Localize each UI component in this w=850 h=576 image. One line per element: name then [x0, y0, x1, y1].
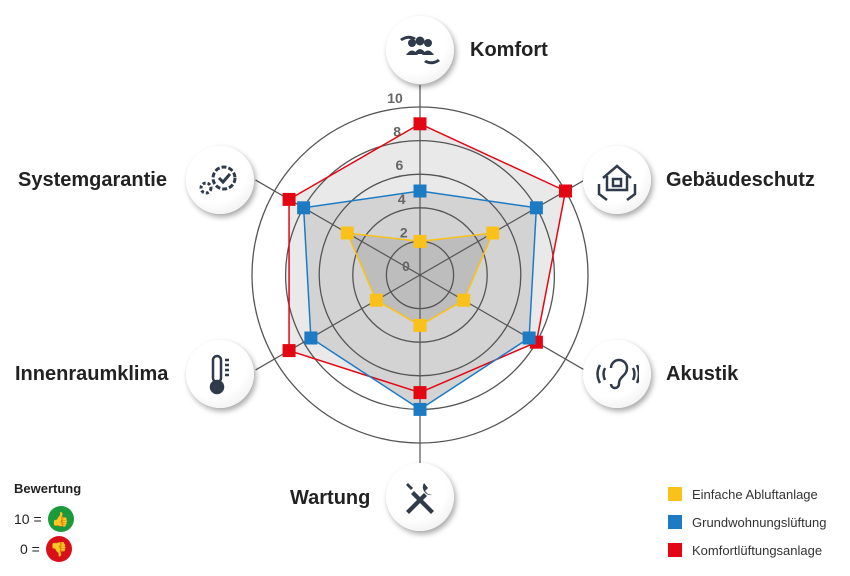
data-point [413, 318, 427, 332]
data-point [558, 184, 572, 198]
data-point [413, 386, 427, 400]
tick-label: 2 [400, 224, 408, 240]
category-label-innenraumklima: Innenraumklima [15, 363, 169, 385]
tick-label: 6 [396, 157, 404, 173]
people-hands-icon [386, 16, 454, 84]
legend-label: Grundwohnungslüftung [692, 514, 827, 530]
data-point [369, 293, 383, 307]
data-point [282, 344, 296, 358]
legend-item: Grundwohnungslüftung [668, 508, 826, 536]
category-label-gebaeudeschutz: Gebäudeschutz [666, 169, 815, 191]
rating-key: Bewertung 10 = 👍 0 = 👎 [14, 481, 81, 564]
data-point [413, 184, 427, 198]
data-point [457, 293, 471, 307]
data-point [304, 331, 318, 345]
house-hands-icon [583, 146, 651, 214]
legend-swatch-blue [668, 515, 682, 529]
category-label-wartung: Wartung [290, 487, 371, 509]
data-point [297, 201, 311, 215]
data-point [413, 402, 427, 416]
category-label-systemgarantie: Systemgarantie [18, 169, 167, 191]
tick-label: 4 [398, 191, 406, 207]
tick-label: 10 [387, 90, 403, 106]
tick-label: 0 [402, 258, 410, 274]
rating-title: Bewertung [14, 481, 82, 496]
data-point [340, 226, 354, 240]
data-point [529, 201, 543, 215]
ear-icon [583, 340, 651, 408]
thumbs-down-icon: 👎 [45, 536, 72, 562]
tick-label: 8 [393, 124, 401, 140]
data-point [413, 234, 427, 248]
data-point [413, 117, 427, 131]
data-point [522, 331, 536, 345]
legend-item: Komfortlüftungsanlage [668, 536, 826, 564]
category-label-komfort: Komfort [470, 39, 548, 61]
data-point [486, 226, 500, 240]
legend-swatch-yellow [668, 487, 682, 501]
tools-icon [386, 463, 454, 531]
legend-label: Komfortlüftungsanlage [692, 542, 823, 558]
legend: Einfache Abluftanlage Grundwohnungslüftu… [668, 480, 826, 564]
category-label-akustik: Akustik [666, 363, 739, 385]
gear-check-icon [186, 146, 254, 214]
legend-swatch-red [668, 543, 682, 557]
legend-item: Einfache Abluftanlage [668, 480, 826, 508]
data-point [282, 192, 296, 206]
rating-high-label: 10 = [14, 511, 42, 527]
legend-label: Einfache Abluftanlage [692, 486, 818, 502]
rating-low-label: 0 = [20, 541, 40, 557]
axis-line [419, 274, 585, 371]
thumbs-up-icon: 👍 [47, 506, 74, 532]
axis-line [419, 179, 585, 276]
thermometer-icon [186, 340, 254, 408]
